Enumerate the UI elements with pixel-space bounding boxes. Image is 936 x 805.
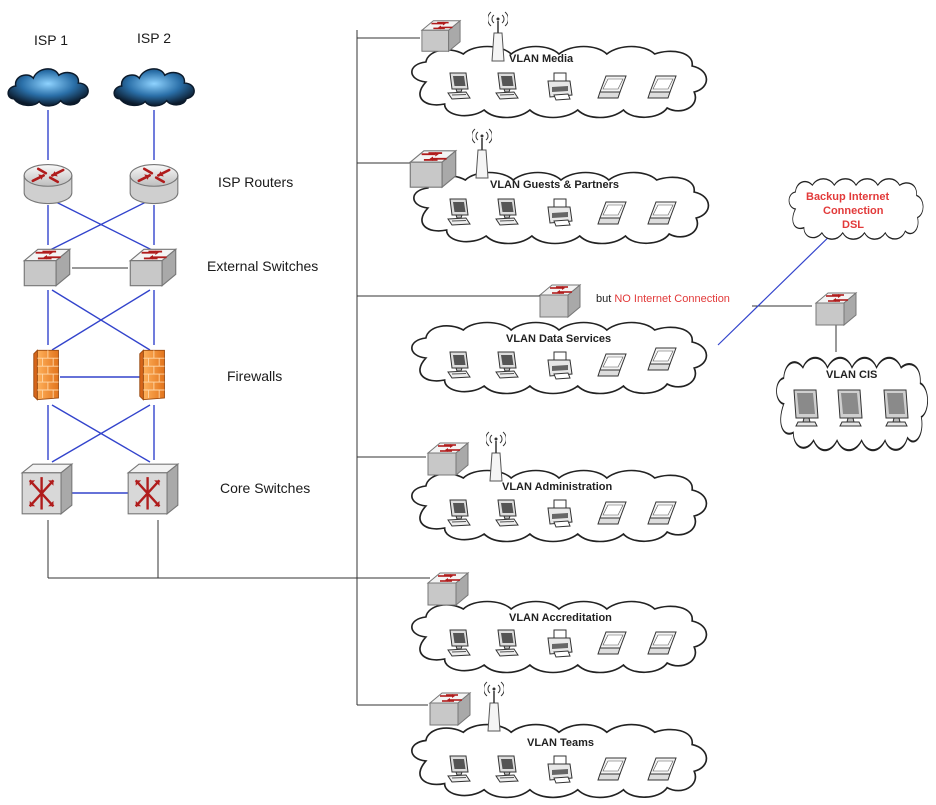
no-internet-highlight: NO Internet Connection (614, 293, 730, 305)
isp2-cloud-icon (113, 68, 195, 107)
desktop-icon (495, 499, 519, 527)
firewalls-label: Firewalls (227, 368, 282, 384)
desktop-icon (495, 198, 519, 226)
vlan-administration-label: VLAN Administration (502, 481, 612, 493)
external-switch-1-icon (23, 248, 71, 287)
switch-icon (427, 572, 469, 606)
vlan-media-label: VLAN Media (509, 53, 574, 65)
backup-dsl-link (717, 225, 841, 346)
core-switches-label: Core Switches (220, 480, 310, 496)
switch-icon (409, 149, 457, 189)
external-switches-label: External Switches (207, 258, 318, 274)
external-switch-2-icon (129, 248, 177, 287)
core-links (47, 110, 155, 494)
no-internet-prefix: but (596, 293, 614, 305)
isp-routers-label: ISP Routers (218, 174, 293, 190)
desktop-icon (495, 629, 519, 657)
backup-line3: DSL (842, 219, 864, 231)
isp1-label: ISP 1 (34, 32, 68, 48)
switch-icon (421, 19, 461, 53)
no-internet-note: but NO Internet Connection (596, 293, 730, 305)
core-switch-2-icon (126, 462, 180, 516)
desktop-icon (495, 755, 519, 783)
vlan-guests-group: VLAN Guests & Partners (409, 128, 710, 245)
vlan-cis-group: VLAN CIS (775, 292, 929, 452)
wireless-ap-icon (472, 128, 492, 179)
desktop-icon (447, 629, 471, 657)
desktop-icon (447, 499, 471, 527)
switch-icon (429, 692, 471, 726)
vlan-accreditation-label: VLAN Accreditation (509, 612, 612, 624)
backbone-links (47, 30, 837, 706)
backup-line1: Backup Internet (806, 191, 889, 203)
vlan-media-group: VLAN Media (411, 11, 708, 119)
isp1-cloud-icon (7, 68, 89, 107)
vlan-cis-label: VLAN CIS (826, 369, 877, 381)
switch-icon (815, 292, 857, 326)
core-switch-1-icon (20, 462, 74, 516)
desktop-icon (447, 72, 471, 100)
vlan-accreditation-group: VLAN Accreditation (411, 572, 708, 674)
desktop-icon (495, 72, 519, 100)
isp2-label: ISP 2 (137, 30, 171, 46)
switch-icon (427, 442, 469, 476)
vlan-guests-label: VLAN Guests & Partners (490, 179, 619, 191)
desktop-icon (447, 755, 471, 783)
desktop-icon (447, 351, 471, 379)
vlan-administration-group: VLAN Administration (411, 431, 708, 543)
vlan-teams-label: VLAN Teams (527, 737, 594, 749)
firewall-2-icon (139, 349, 165, 401)
vlan-data-services-label: VLAN Data Services (506, 333, 611, 345)
backup-line2: Connection (823, 205, 884, 217)
vlan-data-services-group: but NO Internet Connection VLAN Data Ser… (411, 284, 730, 395)
switch-icon (539, 284, 581, 318)
backup-internet-group: Backup Internet Connection DSL (788, 178, 924, 240)
desktop-icon (495, 351, 519, 379)
vlan-teams-group: VLAN Teams (411, 681, 708, 799)
desktop-icon (447, 198, 471, 226)
isp1-router-icon (22, 163, 74, 205)
firewall-1-icon (33, 349, 59, 401)
wireless-ap-icon (484, 681, 504, 732)
isp2-router-icon (128, 163, 180, 205)
